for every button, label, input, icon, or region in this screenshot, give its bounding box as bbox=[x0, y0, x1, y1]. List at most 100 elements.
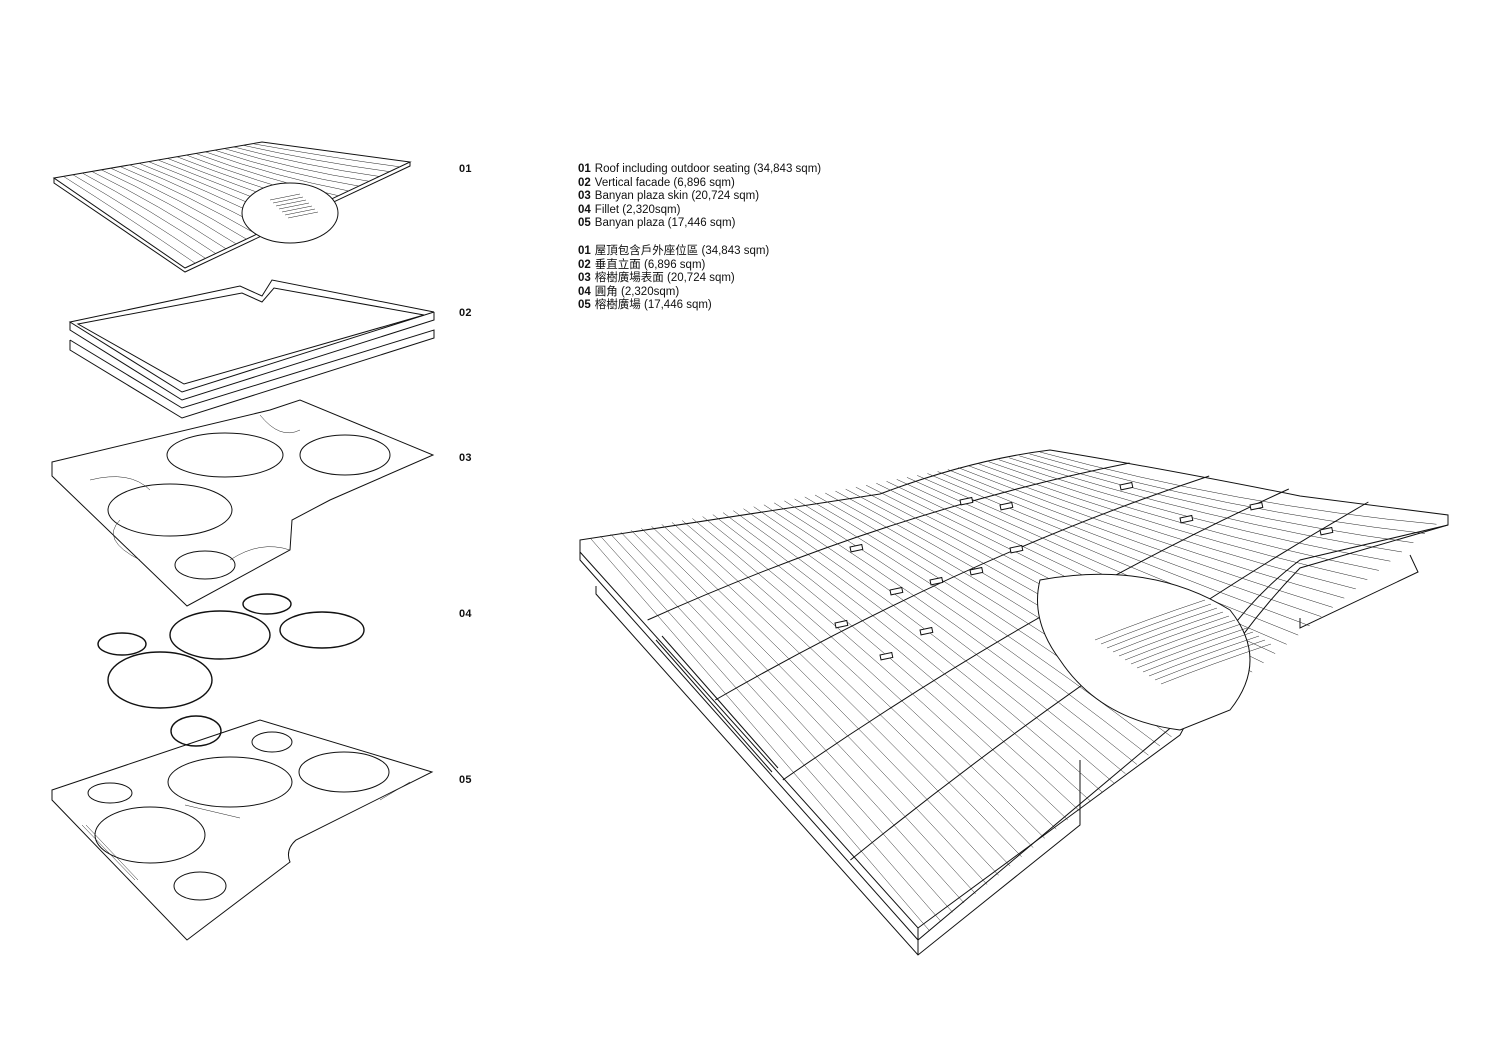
main-roof-hatch-line bbox=[988, 461, 1379, 571]
main-roof-contour-line bbox=[647, 462, 1130, 621]
main-roof-hatch-line bbox=[671, 522, 1022, 858]
skylight-opening bbox=[834, 619, 849, 629]
main-seat-row-line bbox=[1112, 611, 1224, 653]
main-roof-hatch-line bbox=[1029, 453, 1425, 534]
main-roof-hatch-line bbox=[978, 463, 1368, 580]
layer-01-roof-drawing bbox=[52, 141, 412, 273]
skylight-opening bbox=[1249, 501, 1264, 511]
main-seat-row-line bbox=[1148, 635, 1260, 677]
main-roof-hatch-line bbox=[773, 502, 1138, 765]
skylight-opening bbox=[879, 651, 894, 661]
main-roof-hatch-line bbox=[682, 520, 1034, 848]
main-roof-hatch-line bbox=[722, 512, 1080, 811]
main-roof-hatch-line bbox=[763, 504, 1126, 774]
layer-03-skin-drawing bbox=[51, 399, 435, 607]
roof-hatch-line bbox=[224, 148, 370, 182]
main-roof-hatch-line bbox=[610, 533, 953, 913]
main-seat-row-line bbox=[1106, 607, 1218, 649]
main-seat-row-line bbox=[1094, 599, 1206, 641]
layer-label-02: 02 bbox=[459, 307, 472, 319]
main-roof-hatch-line bbox=[927, 473, 1310, 627]
main-roof-hatch-line bbox=[1019, 455, 1414, 543]
main-roof-hatch-line bbox=[998, 459, 1391, 562]
layer-label-05: 05 bbox=[459, 774, 472, 786]
main-seat-row-line bbox=[1160, 643, 1272, 685]
seat-row-line bbox=[287, 211, 319, 219]
skylight-opening bbox=[1119, 481, 1134, 491]
skylight-opening bbox=[929, 576, 944, 586]
roof-hatch-line bbox=[205, 151, 349, 192]
main-roof-hatch-line bbox=[794, 498, 1161, 747]
main-seat-row-line bbox=[1118, 615, 1230, 657]
main-roof-hatch-line bbox=[733, 510, 1091, 802]
main-roof-hatch-line bbox=[712, 514, 1068, 821]
main-seat-row-line bbox=[1154, 639, 1266, 681]
roof-hatch-line bbox=[91, 171, 227, 249]
skylight-opening bbox=[1009, 544, 1024, 554]
main-roof-hatch-line bbox=[968, 465, 1356, 590]
roof-hatch-line bbox=[214, 149, 359, 187]
main-roof-hatch-line bbox=[641, 528, 988, 885]
main-roof-hatch-line bbox=[702, 516, 1057, 830]
roof-hatch-line bbox=[101, 169, 237, 245]
main-roof-contour-line bbox=[782, 488, 1290, 781]
seat-row-line bbox=[269, 193, 301, 201]
skylight-opening bbox=[1319, 526, 1334, 536]
skylight-opening bbox=[999, 501, 1014, 511]
roof-hatch-line bbox=[120, 166, 257, 235]
skylight-opening bbox=[889, 586, 904, 596]
seat-row-line bbox=[278, 202, 310, 210]
seat-row-line bbox=[272, 196, 304, 204]
layer-label-04: 04 bbox=[459, 608, 472, 620]
layer-05-plaza-drawing bbox=[51, 719, 434, 941]
main-seat-row-line bbox=[1142, 631, 1254, 673]
main-roof-hatch-line bbox=[692, 518, 1045, 839]
main-roof-hatch-line bbox=[630, 530, 976, 894]
roof-hatch-line bbox=[82, 172, 216, 254]
main-seat-row-line bbox=[1100, 603, 1212, 645]
main-seat-row-line bbox=[1130, 623, 1242, 665]
seat-row-line bbox=[281, 205, 313, 213]
main-roof-hatch-line bbox=[1009, 457, 1402, 553]
roof-hatch-line bbox=[252, 143, 400, 168]
main-roof-hatch-line bbox=[1039, 451, 1437, 525]
roof-hatch-line bbox=[72, 174, 206, 259]
main-seat-row-line bbox=[1136, 627, 1248, 669]
layer-label-01: 01 bbox=[459, 163, 472, 175]
main-roof-contour-line bbox=[714, 475, 1210, 701]
skylight-opening bbox=[969, 566, 984, 576]
main-roof-hatch-line bbox=[620, 532, 965, 904]
main-roof-hatch-line bbox=[600, 535, 942, 922]
skylight-opening bbox=[849, 543, 864, 553]
roof-hatch-line bbox=[63, 176, 196, 264]
main-roof-hatch-line bbox=[947, 469, 1333, 608]
main-roof-hatch-line bbox=[661, 524, 1011, 867]
roof-hatch-line bbox=[233, 146, 380, 177]
main-roof-hatch-line bbox=[957, 467, 1345, 599]
main-roof-hatch-line bbox=[743, 508, 1103, 793]
main-roof-hatch-line bbox=[590, 537, 930, 931]
roof-hatch-line bbox=[243, 145, 390, 172]
main-roof-hatch-line bbox=[937, 471, 1322, 617]
roof-hatch-line bbox=[110, 167, 247, 240]
main-roof-drawing bbox=[579, 449, 1449, 956]
main-roof-hatch-line bbox=[784, 500, 1149, 756]
skylight-opening bbox=[1179, 514, 1194, 524]
skylight-opening bbox=[919, 626, 934, 636]
main-roof-hatch-line bbox=[753, 506, 1115, 784]
layer-label-03: 03 bbox=[459, 452, 472, 464]
main-roof-hatch-line bbox=[651, 526, 999, 876]
seat-row-line bbox=[275, 199, 307, 207]
